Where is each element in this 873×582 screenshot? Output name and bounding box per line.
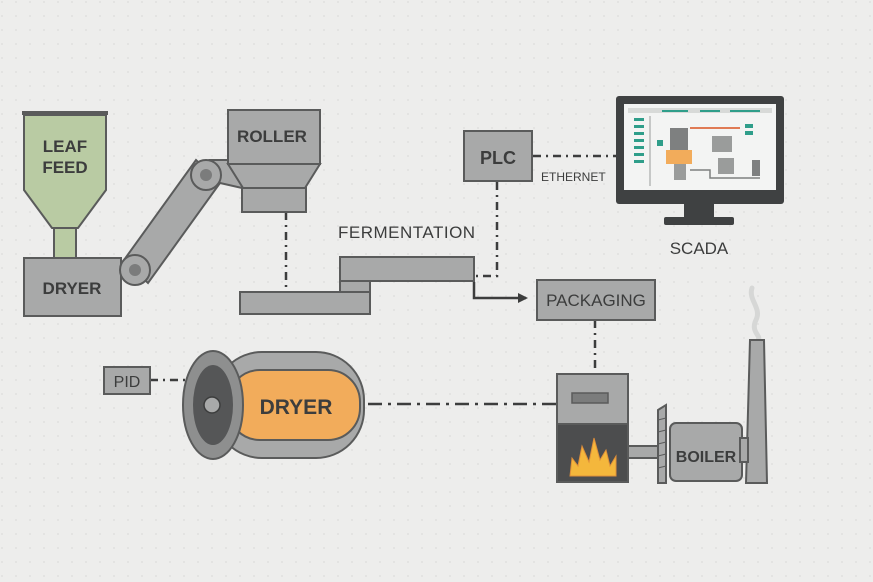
pid-controller: PID [103, 366, 151, 395]
leaf-feed-label-line2: FEED [42, 158, 87, 177]
furnace-unit [556, 373, 667, 484]
plc-to-fermentation-line [474, 182, 499, 278]
connections [150, 154, 617, 406]
dryer-top-label: DRYER [43, 279, 102, 298]
packaging-unit: PACKAGING [536, 279, 656, 321]
monitor-icon [616, 96, 784, 225]
roller-label: ROLLER [237, 127, 307, 146]
fermentation-conveyor: FERMENTATION [239, 223, 476, 315]
pid-label: PID [114, 374, 141, 391]
dryer-drum: DRYER [182, 350, 365, 460]
plc-label: PLC [480, 148, 516, 168]
roller-unit: ROLLER [226, 109, 322, 213]
fermentation-to-packaging-arrow [472, 282, 528, 303]
plc-unit: PLC [463, 130, 533, 182]
scada-label: SCADA [670, 239, 729, 258]
fermentation-label: FERMENTATION [338, 223, 476, 242]
leaf-feed-label-line1: LEAF [43, 137, 87, 156]
ethernet-label: ETHERNET [541, 170, 606, 184]
packaging-label: PACKAGING [546, 291, 646, 310]
boiler-unit: BOILER [669, 285, 769, 484]
leaf-feed-hopper: LEAF FEED [22, 111, 108, 259]
dryer-top: DRYER [23, 257, 122, 317]
boiler-label: BOILER [676, 449, 737, 466]
dryer-drum-label: DRYER [260, 396, 333, 419]
flame-icon [569, 437, 617, 477]
incline-conveyor [119, 158, 243, 286]
smoke [748, 285, 762, 343]
